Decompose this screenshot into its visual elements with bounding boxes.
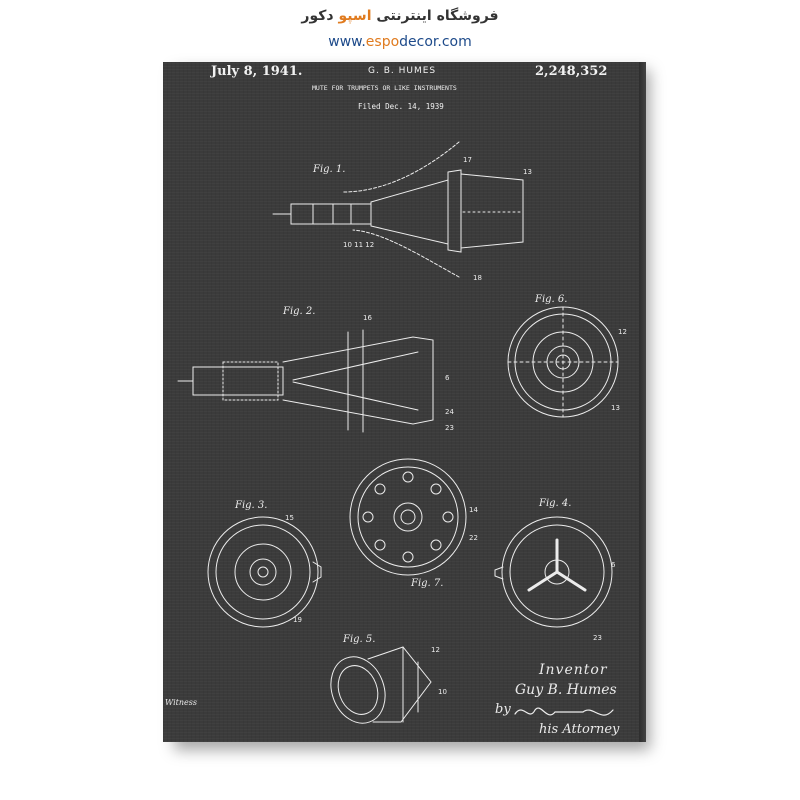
patent-drawings: Fig. 1. 13 17 18 10 11 12 Fig. 2. 6 — [163, 62, 639, 742]
svg-text:16: 16 — [363, 314, 372, 322]
figure-4-label: Fig. 4. — [538, 498, 571, 509]
figure-2-label: Fig. 2. — [282, 306, 315, 317]
svg-text:13: 13 — [611, 404, 620, 412]
by-label: by — [495, 702, 511, 717]
figure-2-drawing: Fig. 2. 6 24 23 16 — [178, 306, 454, 432]
svg-text:23: 23 — [593, 634, 602, 642]
witness-label: Witness — [165, 698, 197, 707]
attorney-signature-scribble — [515, 708, 613, 715]
figure-7-label: Fig. 7. — [410, 578, 443, 589]
figure-4-drawing: Fig. 4. 6 23 — [495, 498, 616, 642]
figure-1-label: Fig. 1. — [312, 164, 345, 175]
figure-5-drawing: Fig. 5. 12 10 — [322, 634, 447, 731]
figure-1-drawing: Fig. 1. 13 17 18 10 11 12 — [273, 142, 532, 282]
svg-text:23: 23 — [445, 424, 454, 432]
figure-3-drawing: Fig. 3. 15 19 — [208, 500, 321, 627]
inventor-name: Guy B. Humes — [515, 682, 617, 698]
svg-text:15: 15 — [285, 514, 294, 522]
attorney-label: his Attorney — [539, 722, 619, 737]
svg-text:10 11 12: 10 11 12 — [343, 241, 374, 249]
canvas-edge — [638, 62, 646, 742]
figure-7-drawing: Fig. 7. 14 22 — [350, 459, 478, 589]
svg-text:19: 19 — [293, 616, 302, 624]
svg-text:13: 13 — [523, 168, 532, 176]
patent-canvas-print: July 8, 1941. G. B. HUMES 2,248,352 MUTE… — [163, 62, 639, 742]
svg-text:24: 24 — [445, 408, 454, 416]
svg-text:17: 17 — [463, 156, 472, 164]
store-url[interactable]: www.espodecor.com — [0, 34, 800, 50]
figure-5-label: Fig. 5. — [342, 634, 375, 645]
svg-text:10: 10 — [438, 688, 447, 696]
figure-6-drawing: Fig. 6. 12 13 — [508, 294, 627, 417]
figure-3-label: Fig. 3. — [234, 500, 267, 511]
inventor-label: Inventor — [539, 662, 608, 678]
svg-text:18: 18 — [473, 274, 482, 282]
svg-text:12: 12 — [618, 328, 627, 336]
svg-text:14: 14 — [469, 506, 478, 514]
svg-text:6: 6 — [611, 561, 616, 569]
figure-6-label: Fig. 6. — [534, 294, 567, 305]
store-header: فروشگاه اینترنتی اسپو دکور www.espodecor… — [0, 0, 800, 60]
svg-text:12: 12 — [431, 646, 440, 654]
svg-text:22: 22 — [469, 534, 478, 542]
store-title[interactable]: فروشگاه اینترنتی اسپو دکور — [0, 8, 800, 24]
svg-text:6: 6 — [445, 374, 450, 382]
